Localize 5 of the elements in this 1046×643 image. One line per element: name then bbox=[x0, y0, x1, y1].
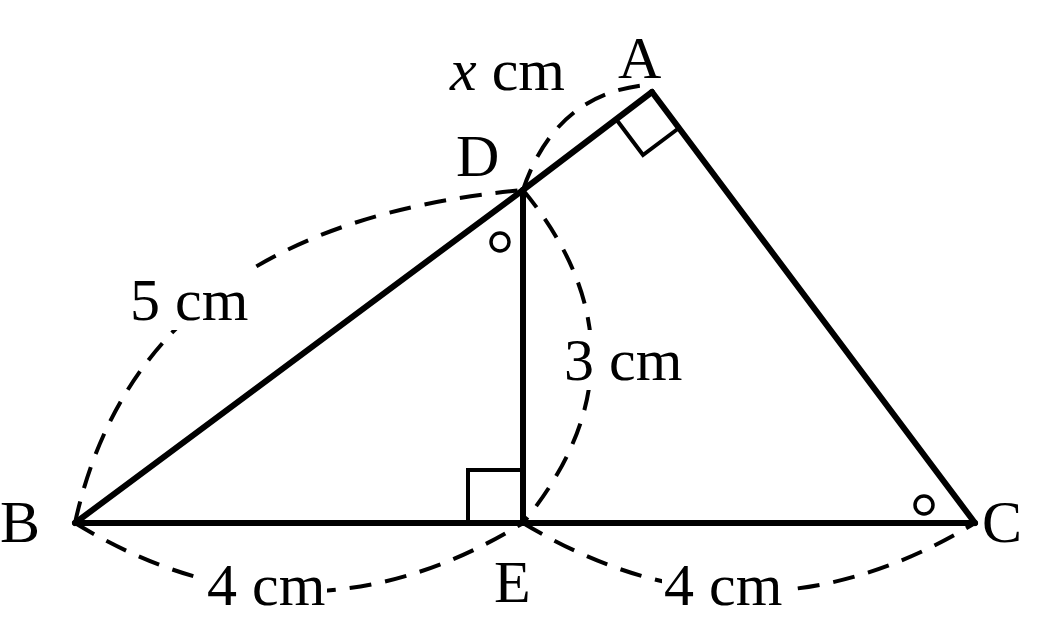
vertex-label: E bbox=[494, 552, 531, 612]
vertex-label: B bbox=[0, 492, 41, 552]
vertex-label: A bbox=[618, 28, 662, 88]
vertex-label: C bbox=[982, 492, 1023, 552]
vertex-label: D bbox=[456, 126, 500, 186]
